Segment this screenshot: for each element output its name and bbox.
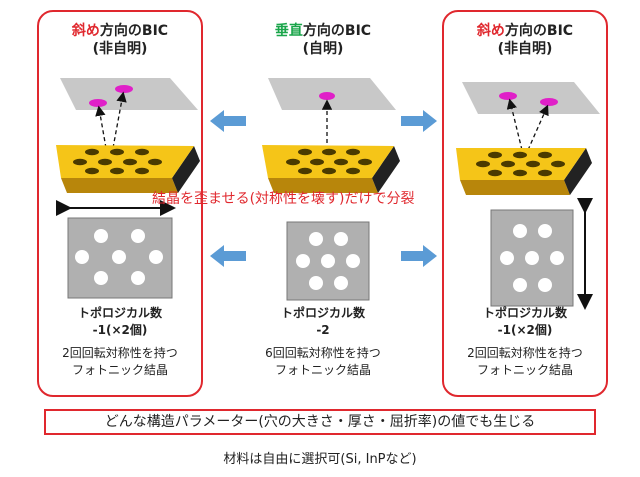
left-topology-value: -1(×2個) xyxy=(92,323,148,337)
right-panel-frame xyxy=(442,10,608,397)
left-title-colored: 斜め xyxy=(71,23,100,39)
left-topology: トポロジカル数 -1(×2個) xyxy=(37,305,203,339)
left-topology-label: トポロジカル数 xyxy=(77,306,162,320)
center-title-rest: 方向のBIC xyxy=(302,23,372,39)
left-desc-line1: 2回回転対称性を持つ xyxy=(62,346,178,360)
center-title-colored: 垂直 xyxy=(274,23,303,39)
center-panel-title: 垂直方向のBIC (自明) xyxy=(240,22,406,58)
left-bic-spot-2 xyxy=(115,85,133,93)
center-topology-label: トポロジカル数 xyxy=(280,306,365,320)
right-subtitle: (非自明) xyxy=(497,41,553,57)
left-photonic-slab xyxy=(56,145,200,193)
right-beam-2 xyxy=(527,104,549,151)
left-bic-spot-1 xyxy=(89,99,107,107)
center-photonic-slab xyxy=(262,145,400,193)
left-description: 2回回転対称性を持つ フォトニック結晶 xyxy=(37,345,203,379)
right-panel-title: 斜め方向のBIC (非自明) xyxy=(442,22,608,58)
right-topology: トポロジカル数 -1(×2個) xyxy=(442,305,608,339)
right-bic-spot-2 xyxy=(540,98,558,106)
center-bic-spot xyxy=(319,92,335,100)
right-arrow-lower xyxy=(401,245,437,267)
right-photonic-slab xyxy=(456,148,592,195)
material-note: 材料は自由に選択可(Si, InPなど) xyxy=(223,452,417,467)
center-topology: トポロジカル数 -2 xyxy=(240,305,406,339)
right-far-field-plane xyxy=(462,82,600,114)
right-bic-spot-1 xyxy=(499,92,517,100)
right-arrow-upper xyxy=(401,110,437,132)
left-beam-1 xyxy=(95,105,107,149)
right-topology-label: トポロジカル数 xyxy=(482,306,567,320)
right-crystal-holes xyxy=(500,224,564,292)
right-topology-value: -1(×2個) xyxy=(497,323,553,337)
right-desc-line1: 2回回転対称性を持つ xyxy=(467,346,583,360)
center-crystal-holes xyxy=(296,232,360,290)
left-panel-frame xyxy=(37,10,203,397)
right-description: 2回回転対称性を持つ フォトニック結晶 xyxy=(442,345,608,379)
center-description: 6回回転対称性を持つ フォトニック結晶 xyxy=(240,345,406,379)
left-beam-2 xyxy=(112,91,127,149)
center-desc-line1: 6回回転対称性を持つ xyxy=(265,346,381,360)
bottom-note: どんな構造パラメーター(穴の大きさ・厚さ・屈折率)の値でも生じる xyxy=(44,409,596,435)
center-subtitle: (自明) xyxy=(302,41,344,57)
right-beam-1 xyxy=(506,98,523,151)
symmetry-breaking-banner: 結晶を歪ませる(対称性を壊す)だけで分裂 xyxy=(152,191,415,207)
right-title-rest: 方向のBIC xyxy=(504,23,574,39)
left-title-rest: 方向のBIC xyxy=(99,23,169,39)
right-title-colored: 斜め xyxy=(476,23,505,39)
center-topology-value: -2 xyxy=(316,323,330,337)
left-arrow-upper xyxy=(210,110,246,132)
left-crystal-holes xyxy=(75,229,163,285)
center-desc-line2: フォトニック結晶 xyxy=(274,363,371,377)
right-desc-line2: フォトニック結晶 xyxy=(476,363,573,377)
left-desc-line2: フォトニック結晶 xyxy=(71,363,168,377)
left-far-field-plane xyxy=(60,78,198,110)
left-subtitle: (非自明) xyxy=(92,41,148,57)
left-panel-title: 斜め方向のBIC (非自明) xyxy=(37,22,203,58)
left-arrow-lower xyxy=(210,245,246,267)
